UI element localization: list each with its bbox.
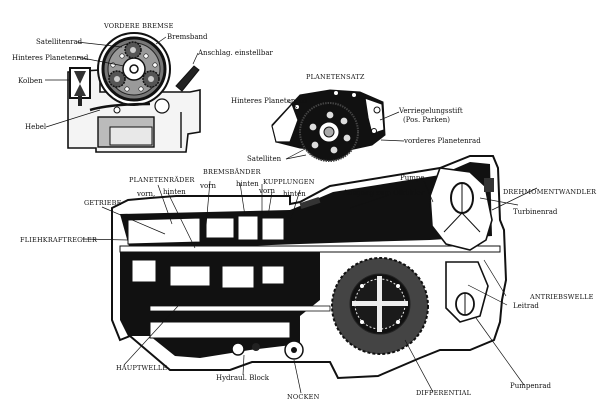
satellite-gear — [329, 145, 339, 155]
main-cutaway — [81, 155, 538, 394]
label-planetenraeder-vorn: vorn, — [137, 190, 156, 198]
label-hebel: Hebel — [25, 123, 47, 131]
label-bremsbaender-vorn: vorn — [200, 182, 217, 190]
label-hinteres-planetenrad-brake: Hinteres Planetenrad — [12, 54, 89, 62]
front-brake-title: VORDERE BREMSE — [104, 22, 174, 30]
label-kupplungen-hinten: hinten — [283, 190, 306, 198]
label-anschlag: Anschlag. einstellbar — [198, 49, 273, 57]
label-leitrad: Leitrad — [513, 302, 539, 310]
main-shaft — [119, 245, 501, 253]
label-fliehkraftregler: FLIEHKRAFTREGLER — [20, 236, 98, 244]
label-kolben: Kolben — [18, 77, 43, 85]
label-turbinenrad: Turbinenrad — [513, 208, 558, 216]
label-kupplungen-vorn: vorn — [259, 187, 276, 195]
label-bremsbaender: BREMSBÄNDER — [203, 168, 261, 176]
label-antriebswelle: ANTRIEBSWELLE — [530, 293, 594, 301]
label-ausgang: Ausgang zum Ölkühler — [343, 189, 425, 197]
label-nocken: NOCKEN — [287, 393, 320, 401]
label-planetenraeder-hinten: hinten — [163, 188, 186, 196]
hydraulic-block-gauge — [231, 342, 245, 356]
label-hinteres-planetenrad-set: Hinteres Planetenrad — [231, 97, 308, 105]
label-vorderes-planetenrad: vorderes Planetenrad — [404, 137, 481, 145]
label-drehmomentwandler: DREHMOMENTWANDLER — [503, 188, 597, 196]
satellite-gear — [325, 110, 335, 120]
label-verriegelungsstift: Verriegelungsstift — [399, 107, 463, 115]
label-planetenraeder: PLANETENRÄDER — [129, 176, 195, 184]
label-hydraul-block: Hydraul. Block — [216, 374, 270, 382]
planetary-set-title: PLANETENSATZ — [306, 73, 365, 81]
label-pumpe: Pumpe — [400, 174, 425, 182]
torque-converter — [429, 167, 494, 323]
label-getriebe: GETRIEBE — [84, 199, 122, 207]
satellite-gear — [339, 116, 349, 126]
label-pumpenrad: Pumpenrad — [510, 382, 551, 390]
front-brake-inset — [45, 32, 201, 153]
label-hauptwelle: HAUPTWELLE — [116, 364, 168, 372]
planetary-set-inset — [271, 89, 405, 162]
label-satellitenrad: Satellitenrad — [36, 38, 83, 46]
adjuster-screw — [175, 65, 200, 92]
label-satelliten: Satelliten — [247, 155, 282, 163]
label-differential: DIFFERENTIAL — [416, 389, 472, 397]
satellite-gear — [342, 133, 352, 143]
differential — [331, 257, 429, 355]
satellite-gear — [308, 122, 318, 132]
label-bremsband: Bremsband — [167, 33, 208, 41]
satellite-gear — [310, 140, 320, 150]
label-bremsbaender-hinten: hinten — [236, 180, 259, 188]
label-kupplungen: KUPPLUNGEN — [263, 178, 315, 186]
label-verriegelungsstift-note: (Pos. Parken) — [403, 116, 450, 124]
